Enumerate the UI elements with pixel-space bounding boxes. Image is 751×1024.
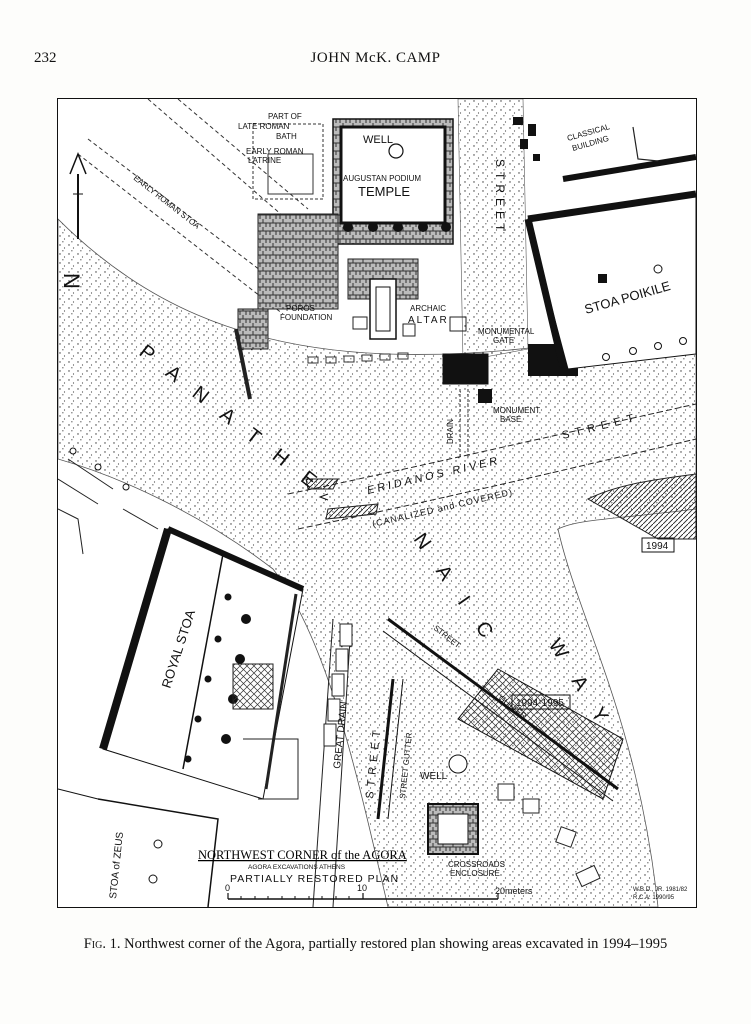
altar-crosshatch [232, 663, 274, 710]
figure-caption: Fig. 1. Northwest corner of the Agora, p… [0, 936, 751, 953]
north-letter: N [59, 273, 84, 289]
label-early-roman-stoa: EARLY ROMAN STOA [132, 173, 202, 231]
plan-title: NORTHWEST CORNER of the AGORA [198, 848, 407, 862]
agora-plan-figure: N PART OF LATE ROMAN BATH WELL EARLY ROM… [57, 98, 697, 908]
scale-bar [227, 893, 499, 900]
page-number: 232 [34, 50, 57, 66]
label-1994-1995: 1994-1995 [516, 698, 564, 709]
figure-label: Fig. 1. [83, 936, 121, 952]
agora-plan-drawing: N PART OF LATE ROMAN BATH WELL EARLY ROM… [58, 99, 696, 907]
label-crossroads-2: ENCLOSURE [450, 869, 500, 878]
caption-text: Northwest corner of the Agora, partially… [124, 936, 668, 952]
well-top-symbol [388, 143, 404, 159]
scale-ten: 10 [357, 883, 367, 893]
well-lower-symbol [448, 754, 468, 774]
label-drain: DRAIN [446, 419, 455, 444]
late-roman-bath-outline [252, 123, 324, 200]
label-bath-1: PART OF [268, 112, 302, 121]
scale-twenty: 20meters [495, 886, 533, 896]
label-street-vertical: STREET [493, 159, 507, 236]
north-arrow [69, 151, 87, 239]
label-base-1: MONUMENT [493, 406, 540, 415]
poros-foundation [257, 213, 339, 310]
label-altar-2: ALTAR [408, 315, 449, 326]
running-head: JOHN McK. CAMP [310, 50, 441, 66]
stoa-poikile [527, 193, 696, 370]
label-bath-3: BATH [276, 132, 297, 141]
label-crossroads-1: CROSSROADS [448, 860, 505, 869]
label-altar-1: ARCHAIC [410, 304, 446, 313]
label-gate-2: GATE [493, 336, 514, 345]
credit-1: W.B.D., JR. 1981/82 [633, 887, 688, 893]
label-temple: TEMPLE [358, 184, 410, 199]
street-strip [457, 99, 529, 362]
label-1994: 1994 [646, 541, 669, 552]
label-well-lower: WELL [420, 771, 448, 782]
label-gate-1: MONUMENTAL [478, 327, 535, 336]
label-base-2: BASE [500, 415, 521, 424]
label-stoa-of-zeus: STOA of ZEUS [108, 831, 126, 899]
monumental-gate-block [442, 353, 489, 385]
label-poros-1: POROS [286, 304, 315, 313]
scale-zero: 0 [225, 883, 230, 893]
credit-2: R.C.A. 1990/95 [633, 895, 675, 901]
excavation-area-1994 [586, 473, 696, 540]
plan-subtitle: AGORA EXCAVATIONS ATHENS [248, 864, 346, 871]
label-poros-2: FOUNDATION [280, 313, 333, 322]
label-latrine-1: EARLY ROMAN [246, 147, 304, 156]
label-augustan-podium: AUGUSTAN PODIUM [343, 174, 421, 183]
label-well-top: WELL [363, 134, 393, 146]
monument-base [478, 389, 492, 403]
latrine-outline [267, 153, 314, 195]
archaic-altar [369, 278, 397, 340]
label-latrine-2: LATRINE [248, 156, 281, 165]
plan-partially-restored: PARTIALLY RESTORED PLAN [230, 873, 399, 885]
stoa-of-zeus [97, 798, 219, 907]
label-bath-2: LATE ROMAN [238, 122, 290, 131]
